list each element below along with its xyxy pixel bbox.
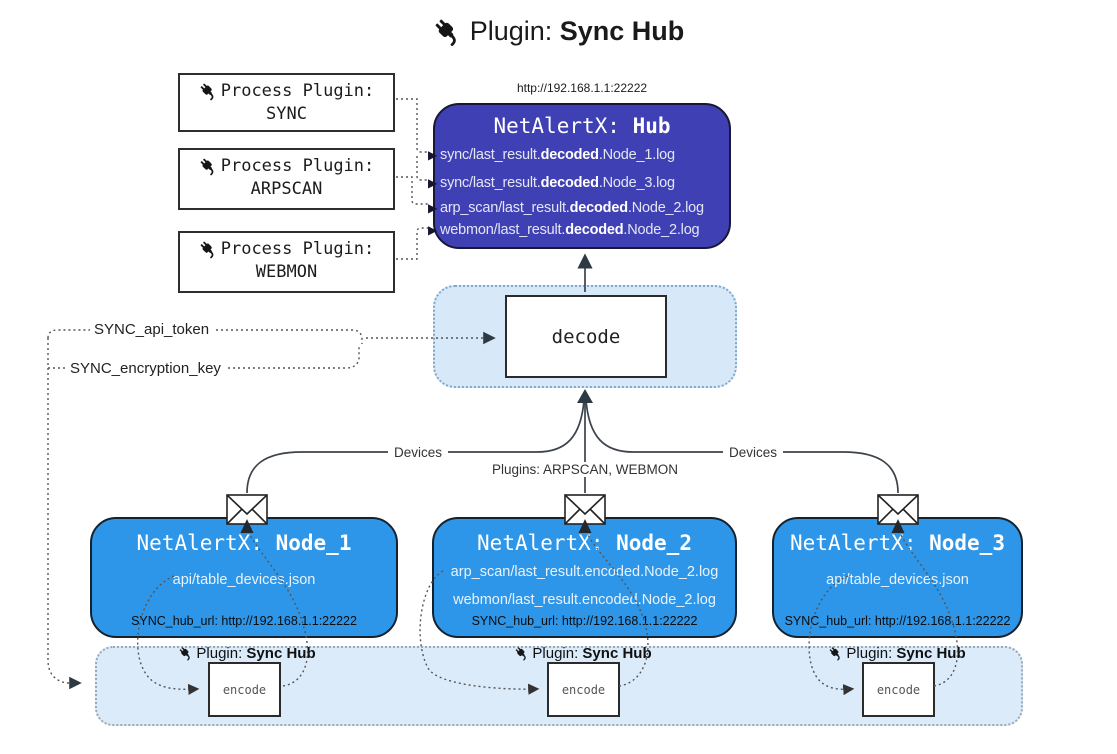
process-plugin-box-webmon: Process Plugin: WEBMON <box>178 231 395 293</box>
node-title: NetAlertX: Node_3 <box>790 531 1005 555</box>
plug-icon <box>199 82 218 101</box>
nodes-to-decode-curves <box>246 389 899 494</box>
hub-log-line: ▶ arp_scan/last_result.decoded.Node_2.lo… <box>428 200 704 216</box>
plug-icon <box>433 17 463 47</box>
plugins-label-center: Plugins: ARPSCAN, WEBMON <box>485 462 685 477</box>
node-file: api/table_devices.json <box>826 572 969 588</box>
page-title-text: Plugin: Sync Hub <box>469 16 685 46</box>
hub-log-line: ▶ webmon/last_result.decoded.Node_2.log <box>428 222 700 238</box>
process-to-hub-links <box>396 98 428 260</box>
process-plugin-label: Process Plugin: <box>180 156 393 176</box>
node-file: arp_scan/last_result.encoded.Node_2.log <box>450 564 719 580</box>
node-hub-url: SYNC_hub_url: http://192.168.1.1:22222 <box>471 614 698 628</box>
process-plugin-name: SYNC <box>266 104 307 124</box>
converge-arrowhead <box>577 389 593 403</box>
node-hub-url: SYNC_hub_url: http://192.168.1.1:22222 <box>131 614 357 628</box>
arrow-right-icon: ▶ <box>428 176 438 190</box>
encode-plugin-label: Plugin: Sync Hub <box>828 645 966 662</box>
node-3-box: NetAlertX: Node_3 api/table_devices.json… <box>772 517 1023 638</box>
plug-icon <box>199 240 218 259</box>
hub-log-line: ▶ sync/last_result.decoded.Node_3.log <box>428 175 675 191</box>
plug-icon <box>178 646 193 661</box>
devices-label-right: Devices <box>722 445 784 460</box>
encode-box: encode <box>547 662 620 717</box>
process-plugin-box-arpscan: Process Plugin: ARPSCAN <box>178 148 395 210</box>
plug-icon <box>828 646 843 661</box>
arrow-right-icon: ▶ <box>428 201 438 215</box>
hub-box: NetAlertX: Hub ▶ sync/last_result.decode… <box>428 103 731 249</box>
plug-icon <box>514 646 529 661</box>
process-plugin-label: Process Plugin: <box>180 239 393 259</box>
node-title: NetAlertX: Node_2 <box>477 531 692 555</box>
node-2-box: NetAlertX: Node_2 arp_scan/last_result.e… <box>432 517 737 638</box>
process-plugin-name: WEBMON <box>255 262 318 282</box>
node-1-box: NetAlertX: Node_1 api/table_devices.json… <box>90 517 398 638</box>
page-title: Plugin: Sync Hub <box>0 16 1117 47</box>
node-file: webmon/last_result.encoded.Node_2.log <box>453 592 716 608</box>
encode-box: encode <box>208 662 281 717</box>
process-plugin-name: ARPSCAN <box>250 179 323 199</box>
encode-plugin-label: Plugin: Sync Hub <box>178 645 316 662</box>
arrow-right-icon: ▶ <box>428 148 438 162</box>
process-plugin-box-sync: Process Plugin: SYNC <box>178 73 395 132</box>
hub-url-label: http://192.168.1.1:22222 <box>516 81 648 95</box>
devices-label-left: Devices <box>387 445 449 460</box>
node-title: NetAlertX: Node_1 <box>136 531 352 555</box>
arrow-right-icon: ▶ <box>428 223 438 237</box>
node-file: api/table_devices.json <box>172 572 316 588</box>
encode-plugin-label: Plugin: Sync Hub <box>514 645 652 662</box>
decode-box: decode <box>505 295 667 378</box>
node-hub-url: SYNC_hub_url: http://192.168.1.1:22222 <box>784 614 1011 628</box>
hub-log-line: ▶ sync/last_result.decoded.Node_1.log <box>428 147 675 163</box>
encode-box: encode <box>862 662 935 717</box>
hub-title: NetAlertX: Hub <box>493 114 671 138</box>
sync-api-token-label: SYNC_api_token <box>90 321 214 338</box>
sync-encryption-key-label: SYNC_encryption_key <box>66 360 225 377</box>
plug-icon <box>199 157 218 176</box>
process-plugin-label: Process Plugin: <box>180 81 393 101</box>
